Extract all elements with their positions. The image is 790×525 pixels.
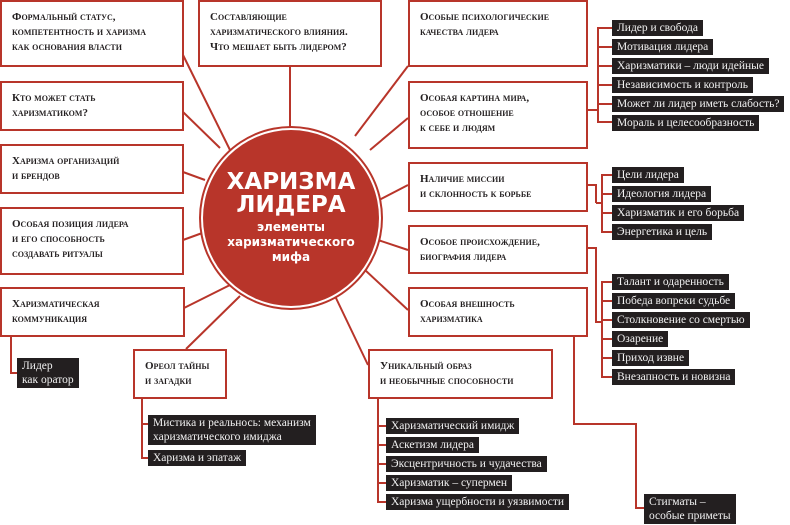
tag-unique-4: Харизматик – супермен	[386, 475, 513, 491]
central-topic: ХАРИЗМА ЛИДЕРА элементы харизматического…	[203, 130, 379, 306]
box-origin: Особое происхождение, биография лидера	[408, 225, 588, 274]
tag-mission-2: Идеология лидера	[612, 186, 712, 202]
tag-mission-4: Энергетика и цель	[612, 224, 713, 240]
central-title: ХАРИЗМА ЛИДЕРА	[226, 169, 356, 218]
box-who-can-be: Кто может стать харизматиком?	[0, 81, 184, 131]
tag-origin-3: Столкновение со смертью	[612, 312, 750, 328]
tag-origin-4: Озарение	[612, 331, 669, 347]
box-aureole: Ореол тайны и загадки	[133, 349, 227, 399]
box-worldview: Особая картина мира, особое отношение к …	[408, 81, 588, 149]
box-unique: Уникальный образ и необычные способности	[368, 349, 553, 399]
tag-worldview-1: Лидер и свобода	[612, 20, 703, 36]
tag-mystic: Мистика и реальнось: механизм харизматич…	[148, 415, 316, 445]
tag-unique-2: Аскетизм лидера	[386, 437, 479, 453]
tag-unique-1: Харизматический имидж	[386, 418, 520, 434]
tag-mission-3: Харизматик и его борьба	[612, 205, 745, 221]
tag-worldview-6: Мораль и целесообразность	[612, 115, 760, 131]
tag-worldview-4: Независимость и контроль	[612, 77, 754, 93]
tag-stigmata: Стигматы – особые приметы	[644, 494, 736, 524]
tag-unique-5: Харизма ущербности и уязвимости	[386, 494, 570, 510]
central-subtitle: элементы харизматического мифа	[227, 220, 355, 264]
box-appearance: Особая внешность харизматика	[408, 287, 588, 337]
box-position: Особая позиция лидера и его способность …	[0, 207, 184, 275]
box-formal-status: Формальный статус, компетентность и хари…	[0, 0, 184, 67]
tag-worldview-3: Харизматики – люди идейные	[612, 58, 769, 74]
tag-mission-1: Цели лидера	[612, 167, 684, 183]
tag-worldview-2: Мотивация лидера	[612, 39, 714, 55]
tag-worldview-5: Может ли лидер иметь слабость?	[612, 96, 785, 112]
box-organizations: Харизма организаций и брендов	[0, 144, 184, 194]
tag-origin-6: Внезапность и новизна	[612, 369, 736, 385]
tag-origin-1: Талант и одаренность	[612, 274, 729, 290]
box-psych: Особые психологические качества лидера	[408, 0, 588, 67]
tag-epatage: Харизма и эпатаж	[148, 450, 247, 466]
box-components: Составляющие харизматического влияния. Ч…	[198, 0, 382, 67]
tag-origin-2: Победа вопреки судьбе	[612, 293, 736, 309]
tag-unique-3: Эксцентричность и чудачества	[386, 456, 547, 472]
tag-origin-5: Приход извне	[612, 350, 690, 366]
tag-orator: Лидер как оратор	[17, 358, 79, 388]
box-communication: Харизматическая коммуникация	[0, 287, 185, 337]
box-mission: Наличие миссии и склонность к борьбе	[408, 162, 588, 212]
